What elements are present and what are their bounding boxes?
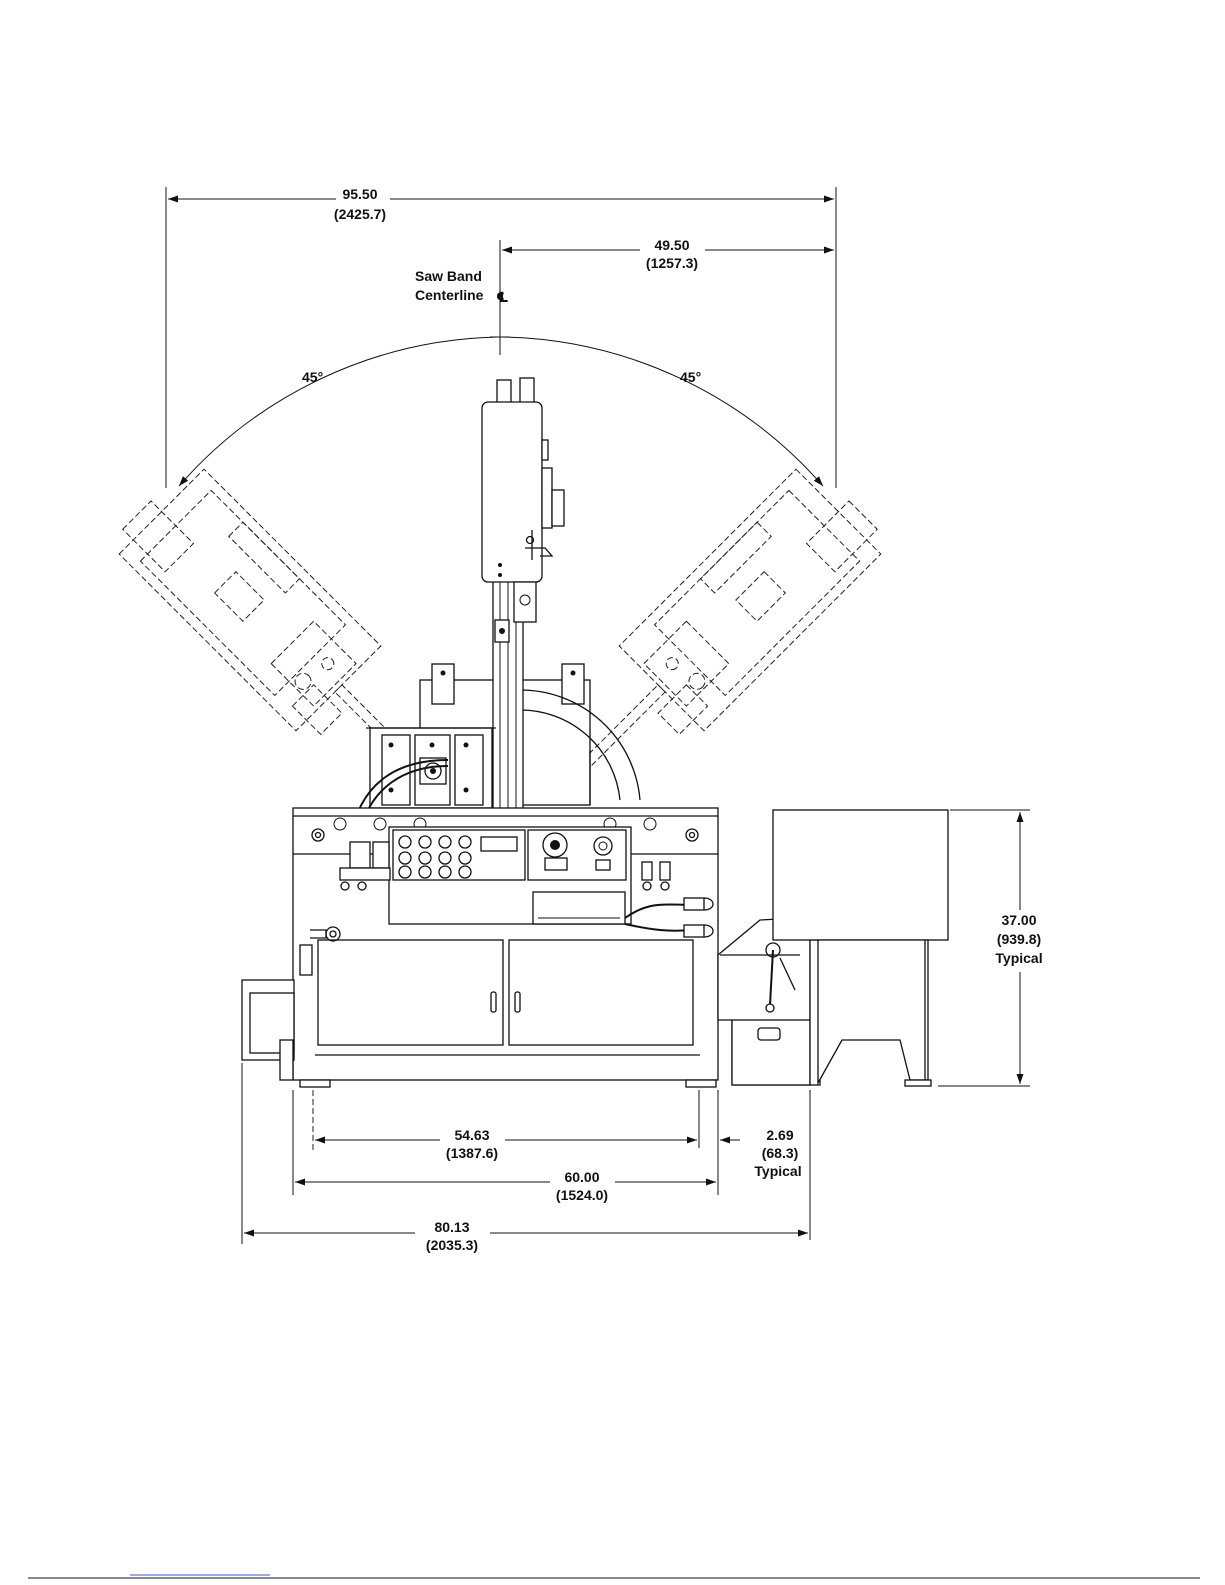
dim-overall-swing-metric: (2425.7) [334,206,386,222]
centerline-label-line1: Saw Band [415,268,482,284]
dimension-height: 37.00 (939.8) Typical [938,810,1043,1086]
dim-height-value: 37.00 [1001,912,1036,928]
dim-overall-width-metric: (2035.3) [426,1237,478,1253]
centerline-label: Saw Band Centerline ℄ [415,268,509,305]
dim-side-gap-value: 2.69 [766,1127,793,1143]
dim-foot-spacing-value: 54.63 [454,1127,489,1143]
dim-foot-spacing-metric: (1387.6) [446,1145,498,1161]
dim-side-gap-note: Typical [754,1163,801,1179]
dim-overall-swing-value: 95.50 [342,186,377,202]
dim-overall-width-value: 80.13 [434,1219,469,1235]
dimension-overall-width: 80.13 (2035.3) [242,1063,808,1253]
swing-arc-right: 45° [502,337,823,486]
angle-right-label: 45° [680,369,701,385]
dim-base-width-value: 60.00 [564,1169,599,1185]
dim-height-metric: (939.8) [997,931,1041,947]
swing-arc-left: 45° [179,337,498,486]
dim-right-swing-metric: (1257.3) [646,255,698,271]
dim-side-gap-metric: (68.3) [762,1145,799,1161]
chip-conveyor [718,918,827,1085]
dim-base-width-metric: (1524.0) [556,1187,608,1203]
centerline-symbol: ℄ [496,289,509,305]
dimension-foot-spacing: 54.63 (1387.6) [313,1090,699,1161]
dim-right-swing-value: 49.50 [654,237,689,253]
dimension-right-swing: 49.50 (1257.3) [500,237,834,355]
dim-height-note: Typical [995,950,1042,966]
centerline-label-line2: Centerline [415,287,484,303]
control-panel [340,827,670,924]
dimension-base-width: 60.00 (1524.0) [293,1090,718,1203]
dimension-side-gap: 2.69 (68.3) Typical [720,1090,810,1240]
angle-left-label: 45° [302,369,323,385]
